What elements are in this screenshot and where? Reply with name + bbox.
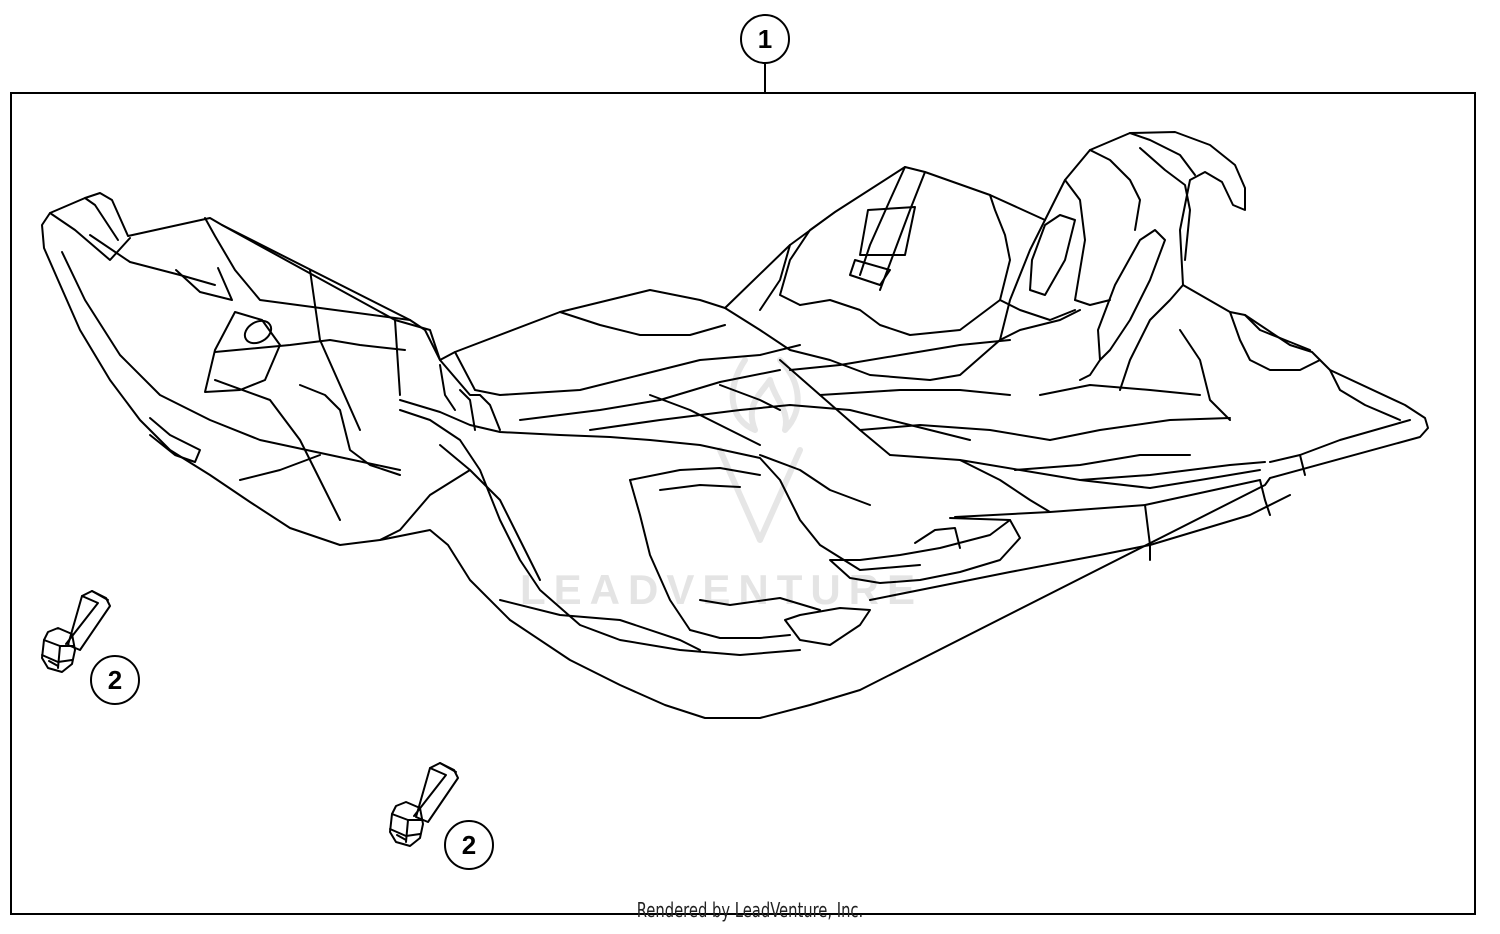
bolt-left [41, 590, 111, 673]
skid-plate-outline [41, 131, 1429, 719]
callout-1-leader [764, 64, 766, 92]
callout-part-1[interactable]: 1 [740, 14, 790, 64]
watermark-logo [717, 357, 803, 543]
bolt-right [389, 762, 459, 847]
callout-part-2-right[interactable]: 2 [444, 820, 494, 870]
assembly-frame [10, 92, 1476, 915]
callout-part-2-left[interactable]: 2 [90, 655, 140, 705]
render-credit: Rendered by LeadVenture, Inc. [636, 898, 864, 922]
